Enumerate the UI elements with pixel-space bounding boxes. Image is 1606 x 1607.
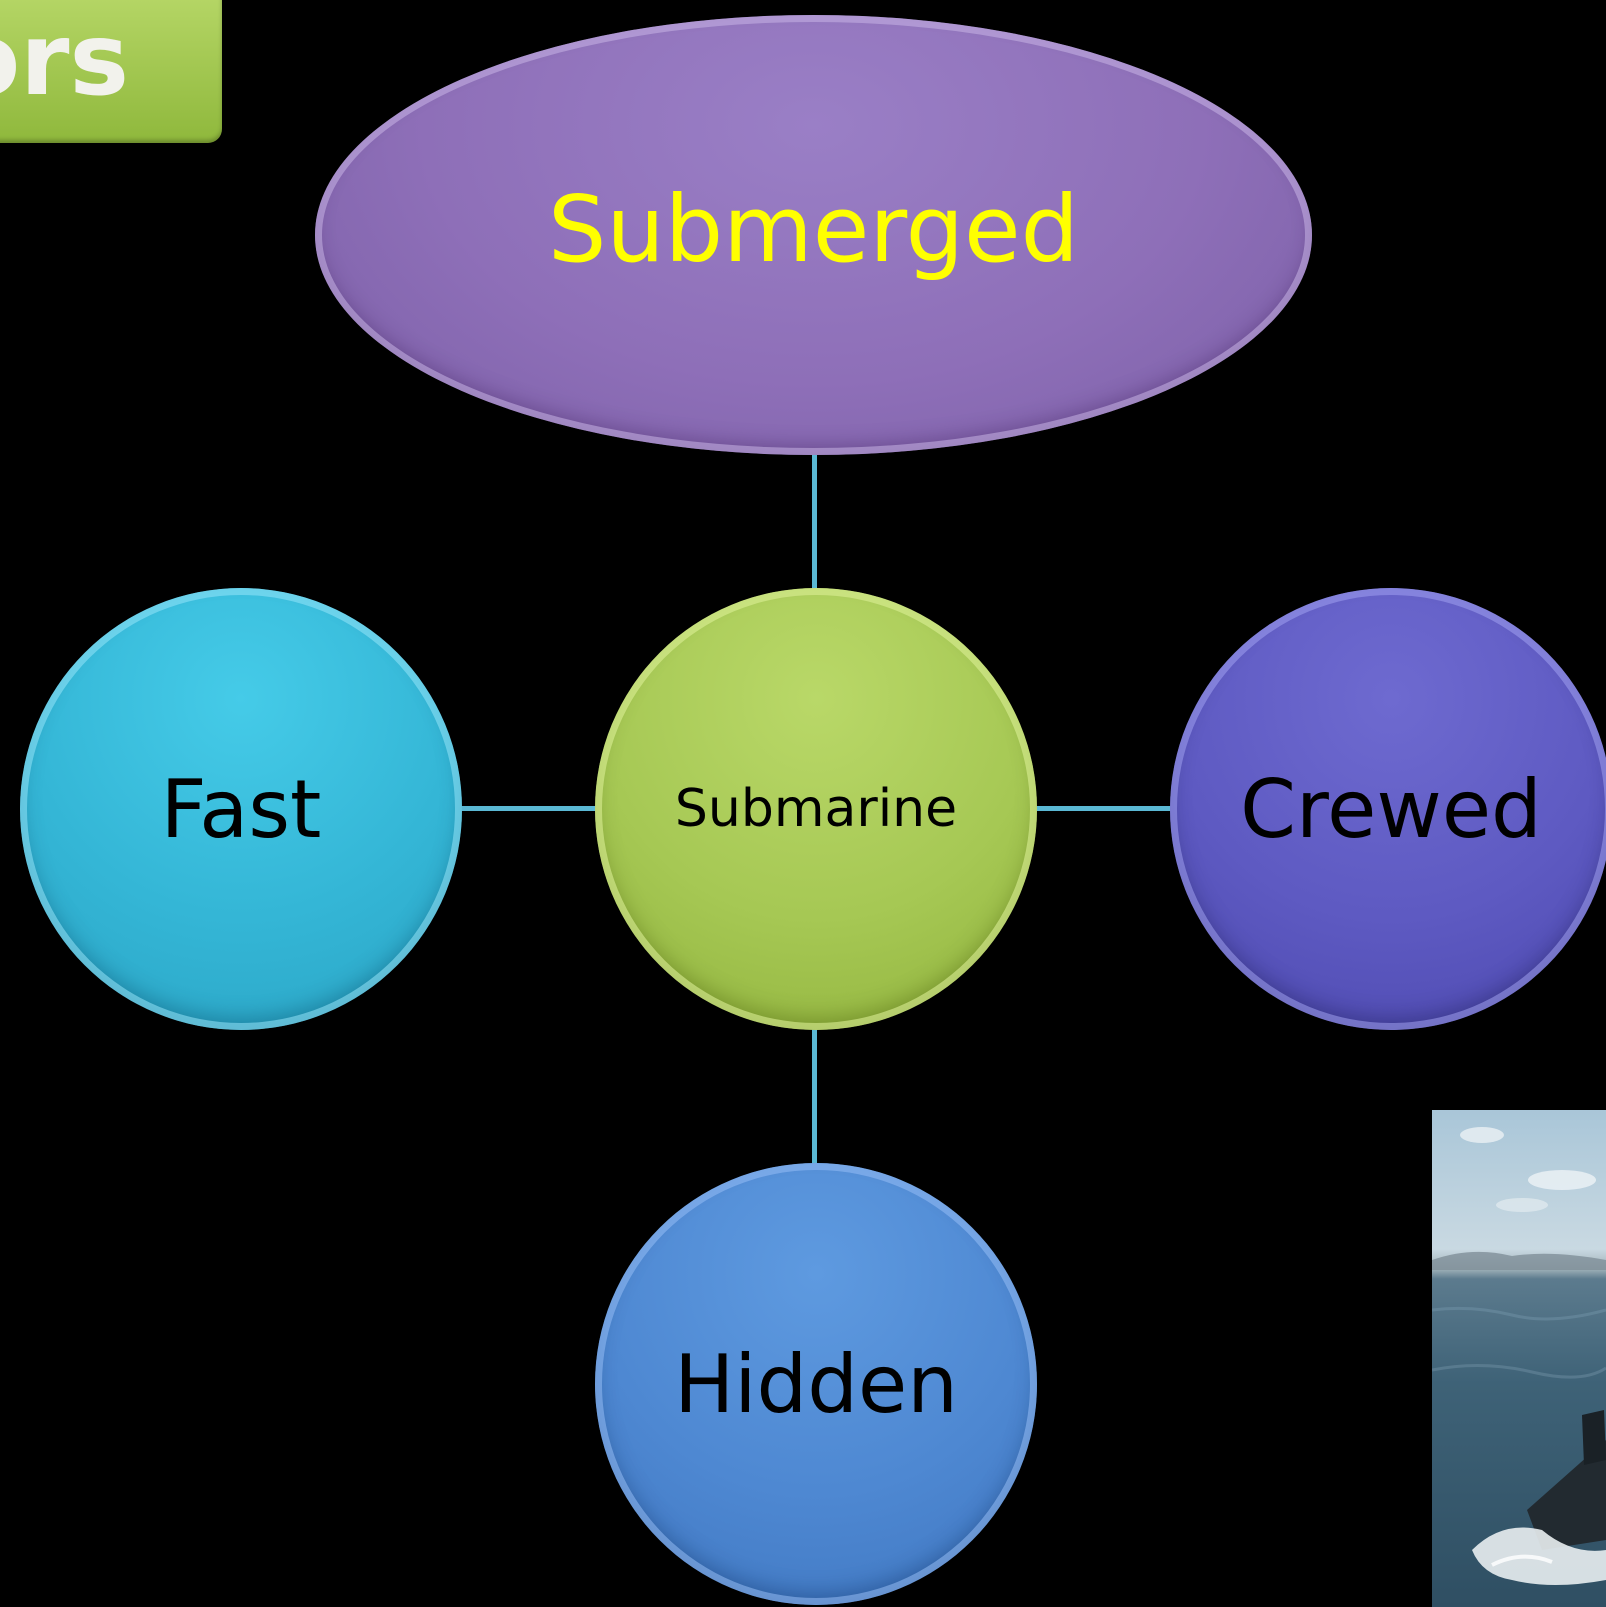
connector-bottom <box>812 1028 817 1165</box>
title-tab: ors <box>0 0 222 143</box>
submarine-photo-art <box>1432 1127 1606 1585</box>
node-hidden: Hidden <box>595 1163 1037 1605</box>
slide-title: ors <box>0 1 129 118</box>
node-submarine-label: Submarine <box>674 779 958 839</box>
submarine-photo <box>1432 1110 1606 1607</box>
connector-top <box>812 455 817 590</box>
node-crewed-label: Crewed <box>1240 762 1542 856</box>
node-fast: Fast <box>20 588 462 1030</box>
node-submerged: Submerged <box>315 15 1312 455</box>
node-submerged-label: Submerged <box>548 175 1079 283</box>
node-fast-label: Fast <box>160 762 322 856</box>
connector-left <box>460 806 597 811</box>
node-crewed: Crewed <box>1170 588 1606 1030</box>
node-submarine: Submarine <box>595 588 1037 1030</box>
connector-right <box>1035 806 1172 811</box>
node-hidden-label: Hidden <box>674 1337 958 1431</box>
